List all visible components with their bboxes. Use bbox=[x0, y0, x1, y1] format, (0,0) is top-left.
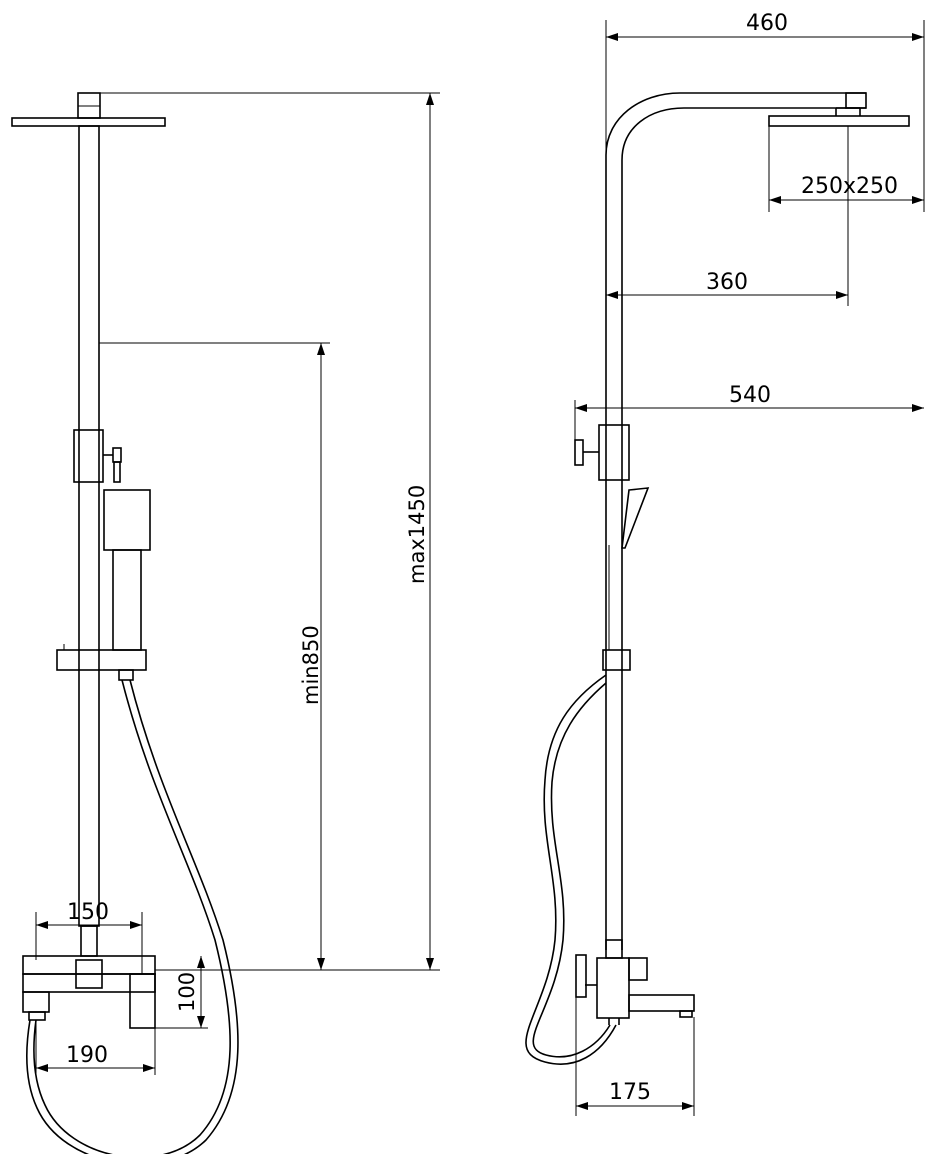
side-head-connector bbox=[845, 92, 867, 109]
side-mixer-body bbox=[596, 957, 630, 1019]
dim-max-height: max1450 bbox=[405, 485, 429, 584]
dim-min-height: min850 bbox=[299, 625, 323, 705]
side-mixer-handle bbox=[575, 954, 587, 998]
side-view: 460 250x250 360 540 175 bbox=[525, 11, 925, 1116]
dim-arm-reach: 360 bbox=[706, 270, 748, 295]
dim-mixer-width: 150 bbox=[67, 900, 109, 925]
front-shower-head bbox=[11, 117, 166, 127]
front-hose-outlet bbox=[22, 991, 50, 1013]
side-diverter-block bbox=[598, 424, 630, 481]
side-hand-shower bbox=[621, 487, 650, 549]
front-hand-shower-handle bbox=[112, 549, 142, 651]
side-slide-holder bbox=[602, 649, 631, 671]
dim-overall-depth: 540 bbox=[729, 383, 771, 408]
front-mixer-handle bbox=[129, 973, 156, 1029]
dim-spout-width: 190 bbox=[66, 1043, 108, 1068]
front-hose bbox=[33, 679, 231, 1154]
front-hand-shower-head bbox=[103, 489, 151, 551]
front-view: max1450 min850 100 150 190 bbox=[11, 92, 440, 1154]
front-slide-holder bbox=[56, 649, 147, 671]
side-hose bbox=[525, 674, 617, 1065]
side-shower-head bbox=[768, 115, 910, 127]
side-mixer-top bbox=[605, 939, 623, 959]
dim-mixer-height: 100 bbox=[175, 972, 199, 1012]
front-diverter-lever bbox=[112, 447, 122, 463]
dim-spout-projection: 175 bbox=[609, 1080, 651, 1105]
dim-total-reach: 460 bbox=[746, 11, 788, 36]
dim-head-size: 250x250 bbox=[801, 174, 898, 199]
front-mixer-body bbox=[22, 955, 156, 975]
side-spout bbox=[628, 994, 695, 1012]
front-riser-pipe bbox=[78, 125, 100, 927]
side-riser-arm bbox=[605, 92, 866, 950]
front-mixer-center bbox=[75, 959, 103, 989]
front-diverter-block bbox=[73, 429, 104, 483]
side-diverter-knob bbox=[574, 439, 584, 466]
